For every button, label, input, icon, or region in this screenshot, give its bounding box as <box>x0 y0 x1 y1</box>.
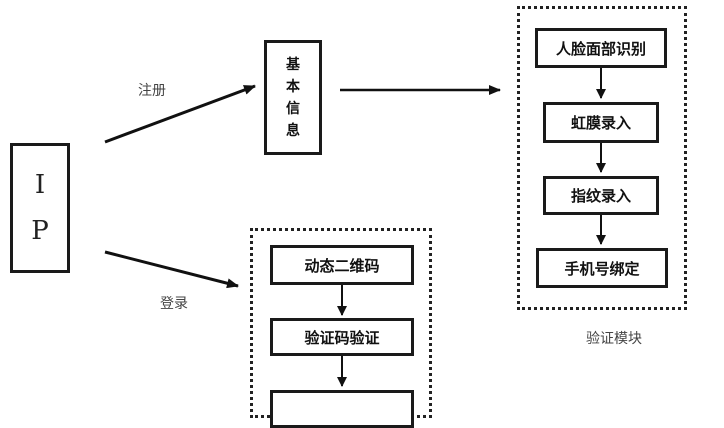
login-arrow <box>104 250 239 289</box>
verification-module-container <box>517 6 687 310</box>
basic-info-char: 本 <box>286 78 300 95</box>
sms-code-verify-box: 验证码验证 <box>270 318 414 356</box>
ip-node: I P <box>10 143 70 273</box>
fingerprint-enroll-box: 指纹录入 <box>543 176 659 215</box>
phone-binding-box: 手机号绑定 <box>536 248 668 288</box>
register-arrow <box>104 84 256 144</box>
ip-letter-p: P <box>31 216 49 246</box>
iris-enroll-box: 虹膜录入 <box>543 102 659 143</box>
basic-info-node: 基 本 信 息 <box>264 40 322 155</box>
basic-info-char: 息 <box>286 122 300 139</box>
face-recognition-box: 人脸面部识别 <box>535 28 667 68</box>
login-step-box <box>270 390 414 428</box>
basic-info-char: 基 <box>286 56 300 73</box>
ip-letter-i: I <box>34 170 46 200</box>
basic-info-char: 信 <box>286 100 300 117</box>
login-label: 登录 <box>160 296 188 312</box>
verification-module-label: 验证模块 <box>586 331 642 347</box>
register-label: 注册 <box>138 83 166 99</box>
connector-layer <box>104 68 606 387</box>
dynamic-qr-box: 动态二维码 <box>270 245 414 285</box>
